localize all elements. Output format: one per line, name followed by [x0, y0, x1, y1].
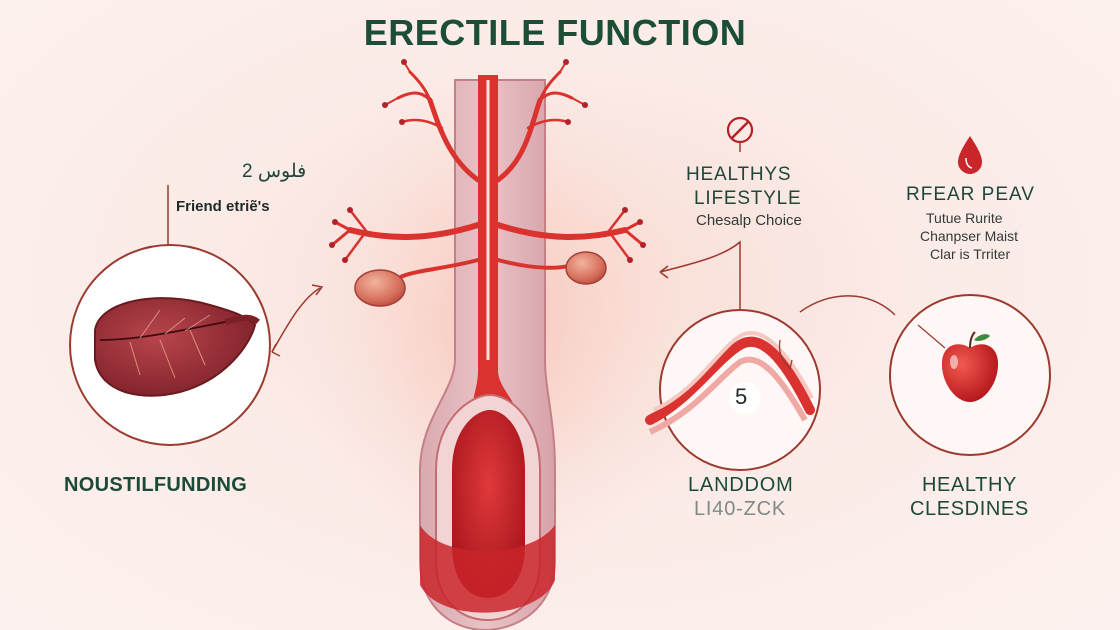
vessel-cross-section-icon [645, 331, 815, 435]
middle-heading-line1: HEALTHYS [686, 164, 792, 185]
middle-heading-line2: LIFESTYLE [694, 188, 802, 209]
left-annotation-line1: 2 فلوس [242, 161, 307, 182]
far-right-line3: Clar is Trriter [930, 246, 1011, 262]
far-right-label-line1: HEALTHY [922, 474, 1017, 496]
apple-icon [941, 331, 999, 402]
right-circle-pointer [917, 324, 946, 349]
connector-left [271, 284, 324, 357]
no-sign-icon [726, 116, 754, 152]
middle-label-line1: LANDDOM [688, 474, 794, 496]
left-testis [354, 269, 406, 307]
central-vessel-illustration [419, 75, 556, 630]
middle-subtext: Chesalp Choice [696, 212, 802, 229]
right-testis [565, 251, 607, 285]
blood-drop-icon [958, 136, 982, 174]
far-right-line1: Tutue Rurite [926, 210, 1003, 226]
far-right-line2: Chanpser Maist [920, 228, 1019, 244]
vessel-branches [330, 61, 645, 282]
vessel-end-dots [329, 59, 646, 263]
circle-number: 5 [735, 384, 748, 409]
middle-label-line2: LI40-ZCK [694, 498, 786, 520]
connector-right [799, 295, 896, 316]
far-right-heading: RFEAR PEAV [906, 184, 1035, 205]
organ-icon [94, 297, 260, 397]
left-annotation-line2: Friend etriẽ's [176, 198, 270, 215]
far-right-label-line2: CLESDINES [910, 498, 1029, 520]
left-circle-label: NOUSTILFUNDING [64, 474, 248, 496]
page-title: ERECTILE FUNCTION [363, 12, 747, 53]
